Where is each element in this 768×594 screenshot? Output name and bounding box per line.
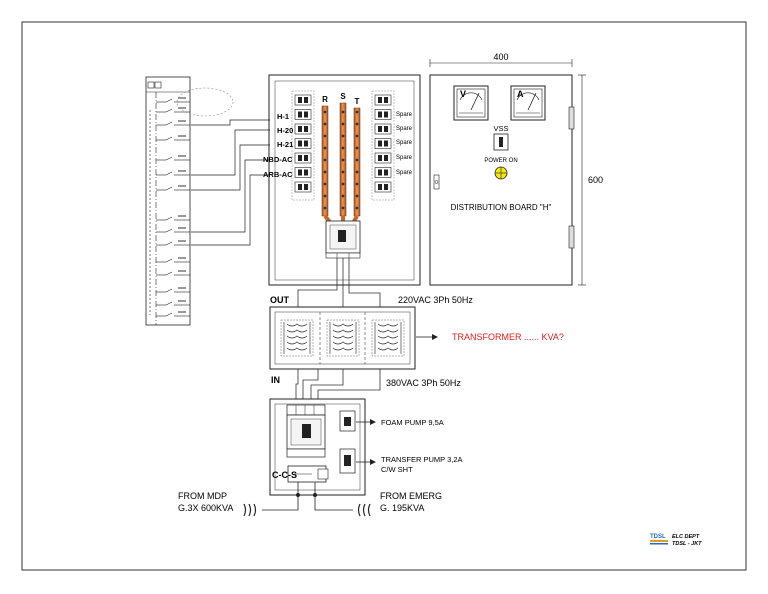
transformer-input-rating: 380VAC 3Ph 50Hz [386,378,461,388]
panel-to-transformer-cables [297,258,381,308]
transformer-arrow-icon [416,334,438,340]
transformer-to-source-cables [295,369,381,404]
foam-pump-label: FOAM PUMP 9,5A [381,418,444,427]
spare-label-4: Spare [396,155,413,161]
breaker-module [294,181,312,193]
transformer-out-label: OUT [270,295,290,305]
spare-breakers [371,90,395,201]
changeover-label: C-C-S [272,470,297,480]
breaker-module [374,167,392,178]
breaker-module [294,138,312,149]
emerg-cable-end-icon [357,503,371,517]
main-breaker [325,220,361,259]
voltmeter-selector-switch-icon [493,133,509,151]
breaker-module [294,109,312,120]
incoming-breaker [286,404,326,458]
company-logo: TDSL [650,534,668,545]
mdp-source-rating: G.3X 600KVA [178,503,233,513]
main-panel-open: R S T H-1 H-20 H-21 NBD-AC ARB-AC Spare … [263,74,421,286]
transfer-pump-arrow-icon [356,459,376,465]
incoming-cables [262,482,353,511]
source-panel: C-C-S [269,398,366,496]
breaker-module [294,123,312,135]
drawing-frame [21,21,747,571]
power-on-label: POWER ON [484,158,517,164]
power-on-lamp-icon [494,166,508,180]
feeder-label-h21: H-21 [277,140,293,149]
feeder-label-arb-ac: ARB-AC [263,170,293,179]
breaker-module [374,181,392,193]
breaker-module [374,152,392,164]
transformer-coil-icon [326,319,360,357]
transformer-label: TRANSFORMER ...... KVA? [452,332,564,342]
breaker-module [294,167,312,178]
ammeter-label: A [517,89,524,99]
breaker-module [294,152,312,164]
transfer-pump-sub-label: C/W SHT [381,465,413,474]
distribution-board-title: DISTRIBUTION BOARD "H" [451,203,552,212]
emerg-source-rating: G. 195KVA [380,503,424,513]
breaker-module [374,138,392,149]
signature-line-1: ELC DEPT [672,534,700,540]
spare-label-5: Spare [396,170,413,176]
logo-text: TDSL [650,534,666,540]
voltmeter: V [453,85,489,121]
transformer [269,306,416,370]
ammeter: A [510,85,546,121]
voltmeter-label: V [460,89,466,99]
changeover-switch [287,465,329,483]
foam-pump-arrow-icon [356,419,376,425]
transformer-coil-icon [280,319,314,357]
distribution-board-front: 400 600 V A VSS [429,52,603,286]
mdp-source-label: FROM MDP [178,491,227,501]
dimension-height: 600 [588,175,603,185]
feeder-breakers [291,90,315,201]
transformer-output-rating: 220VAC 3Ph 50Hz [398,295,473,305]
bus-label-r: R [322,95,328,104]
transfer-pump-breaker [339,448,356,474]
breaker-module [374,109,392,120]
emerg-source-label: FROM EMERG [380,491,442,501]
breaker-module [294,94,312,106]
feeder-label-nbd-ac: NBD-AC [263,155,293,164]
feeder-label-h1: H-1 [277,112,289,121]
transfer-pump-label: TRANSFER PUMP 3,2A [381,455,463,464]
signature-line-2: TDSL - JKT [672,541,702,547]
vss-label: VSS [493,124,508,133]
spare-label-3: Spare [396,140,413,146]
transformer-in-label: IN [271,375,280,385]
transformer-coil-icon [371,319,405,357]
foam-pump-breaker [339,410,356,432]
breaker-module [374,94,392,106]
dimension-width: 400 [493,52,508,62]
spare-label-1: Spare [396,112,413,118]
feeder-label-h20: H-20 [277,126,293,135]
single-line-schematic [145,76,270,326]
mdp-cable-end-icon [243,503,257,517]
spare-label-2: Spare [396,126,413,132]
bus-label-t: T [355,97,360,106]
bus-label-s: S [340,92,346,101]
breaker-module [374,123,392,135]
